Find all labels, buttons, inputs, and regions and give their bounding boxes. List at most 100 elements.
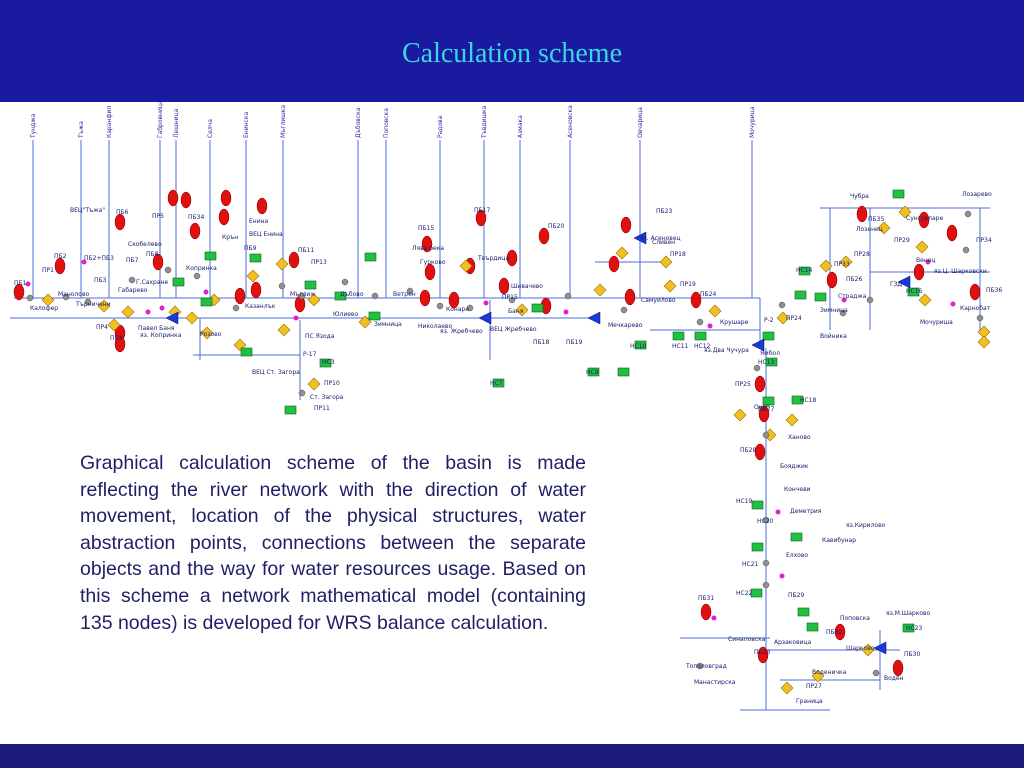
node-marker xyxy=(762,516,770,524)
scheme-label: Чубра xyxy=(850,193,869,200)
scheme-label: ПР18 xyxy=(670,251,686,258)
tributary-label: Лешница xyxy=(173,108,180,138)
pump-station-square xyxy=(797,607,810,617)
reservoir-symbol xyxy=(54,257,66,275)
scheme-label: НС21 xyxy=(742,561,759,568)
scheme-label: Карнобат xyxy=(960,305,991,312)
water-use-point xyxy=(841,297,847,303)
scheme-label: ПР25 xyxy=(735,381,751,388)
reservoir-symbol xyxy=(538,227,550,245)
abstraction-diamond xyxy=(185,311,199,325)
scheme-label: яз. Жребчево xyxy=(440,328,483,335)
node-marker xyxy=(762,559,770,567)
pump-station-square xyxy=(319,358,332,368)
pump-station-square xyxy=(334,291,347,301)
pump-station-square xyxy=(672,331,685,341)
pump-station-square xyxy=(892,189,905,199)
scheme-label: ПР10 xyxy=(324,380,340,387)
scheme-label: Р-17 xyxy=(303,351,317,358)
dam-triangle xyxy=(165,311,179,325)
pump-station-square xyxy=(790,532,803,542)
reservoir-symbol xyxy=(419,289,431,307)
reservoir-symbol xyxy=(448,291,460,309)
scheme-label: ПР13 xyxy=(311,259,327,266)
scheme-label: ПР33 xyxy=(834,261,850,268)
water-use-point xyxy=(203,289,209,295)
scheme-label: НС13 xyxy=(758,359,775,366)
node-marker xyxy=(341,278,349,286)
scheme-label: Ямбол xyxy=(760,350,780,357)
scheme-label: Самуилово xyxy=(641,297,676,304)
abstraction-diamond xyxy=(41,293,55,307)
scheme-label: ПР24 xyxy=(786,315,802,322)
scheme-label: ПР28 xyxy=(854,251,870,258)
reservoir-symbol xyxy=(700,603,712,621)
scheme-label: Венец xyxy=(916,257,936,264)
scheme-label: яз.Ц. Шарковски xyxy=(934,268,987,275)
node-marker xyxy=(964,210,972,218)
abstraction-diamond xyxy=(659,255,673,269)
reservoir-symbol xyxy=(256,197,268,215)
scheme-label: ПР5 xyxy=(152,213,164,220)
tributary-label: Тъвдишка xyxy=(481,105,488,139)
footer-bar xyxy=(0,744,1024,768)
scheme-label: Сунгурларе xyxy=(906,215,943,222)
reservoir-symbol xyxy=(13,283,25,301)
scheme-label: ПБ31 xyxy=(698,595,714,602)
scheme-label: ПР15 xyxy=(502,294,518,301)
scheme-label: Ханово xyxy=(788,434,811,441)
scheme-label: Казанлък xyxy=(245,303,276,310)
abstraction-diamond xyxy=(275,257,289,271)
tributary-label: Каранфил xyxy=(106,106,113,138)
pump-station-square xyxy=(634,340,647,350)
scheme-label: яз.Два Чучура xyxy=(704,347,749,354)
reservoir-symbol xyxy=(758,405,770,423)
scheme-label: НС12 xyxy=(694,343,711,350)
abstraction-diamond xyxy=(915,240,929,254)
scheme-label: ПР4 xyxy=(96,324,108,331)
pump-station-square xyxy=(200,297,213,307)
pump-station-square xyxy=(798,266,811,276)
scheme-label: Шивачево xyxy=(511,283,543,290)
reservoir-symbol xyxy=(757,646,769,664)
scheme-label: Кончеви xyxy=(784,486,811,493)
abstraction-diamond xyxy=(708,304,722,318)
tributary-label: Тунджа xyxy=(30,113,37,139)
node-marker xyxy=(762,431,770,439)
water-use-point xyxy=(563,309,569,315)
scheme-label: НС3 xyxy=(322,359,335,366)
water-use-point xyxy=(950,301,956,307)
scheme-label: ПБ33 xyxy=(754,649,770,656)
tributary-label: Азмака xyxy=(517,115,524,138)
node-marker xyxy=(839,309,847,317)
scheme-label: Търничени xyxy=(75,301,111,308)
abstraction-diamond xyxy=(200,326,214,340)
abstraction-diamond xyxy=(593,283,607,297)
water-use-point xyxy=(293,315,299,321)
abstraction-diamond xyxy=(877,221,891,235)
pump-station-square xyxy=(907,287,920,297)
scheme-label: Крън xyxy=(222,234,238,241)
reservoir-symbol xyxy=(690,291,702,309)
abstraction-diamond xyxy=(811,669,825,683)
reservoir-symbol xyxy=(969,283,981,301)
scheme-label: ПБ4 xyxy=(110,335,123,342)
node-marker xyxy=(753,364,761,372)
scheme-label: Синаповска xyxy=(728,636,766,643)
node-marker xyxy=(762,581,770,589)
abstraction-diamond xyxy=(918,293,932,307)
node-marker xyxy=(962,246,970,254)
scheme-label: ПБ36 xyxy=(986,287,1002,294)
scheme-label: ВЕЦ Енина xyxy=(249,231,283,238)
scheme-label: ПБ9 xyxy=(244,245,257,252)
scheme-label: Манастирска xyxy=(694,679,736,686)
node-marker xyxy=(128,276,136,284)
pump-station-square xyxy=(204,251,217,261)
pump-station-square xyxy=(794,290,807,300)
node-marker xyxy=(466,304,474,312)
scheme-label: ПР29 xyxy=(894,237,910,244)
dam-triangle xyxy=(897,275,911,289)
scheme-label: Крушаре xyxy=(720,319,749,326)
